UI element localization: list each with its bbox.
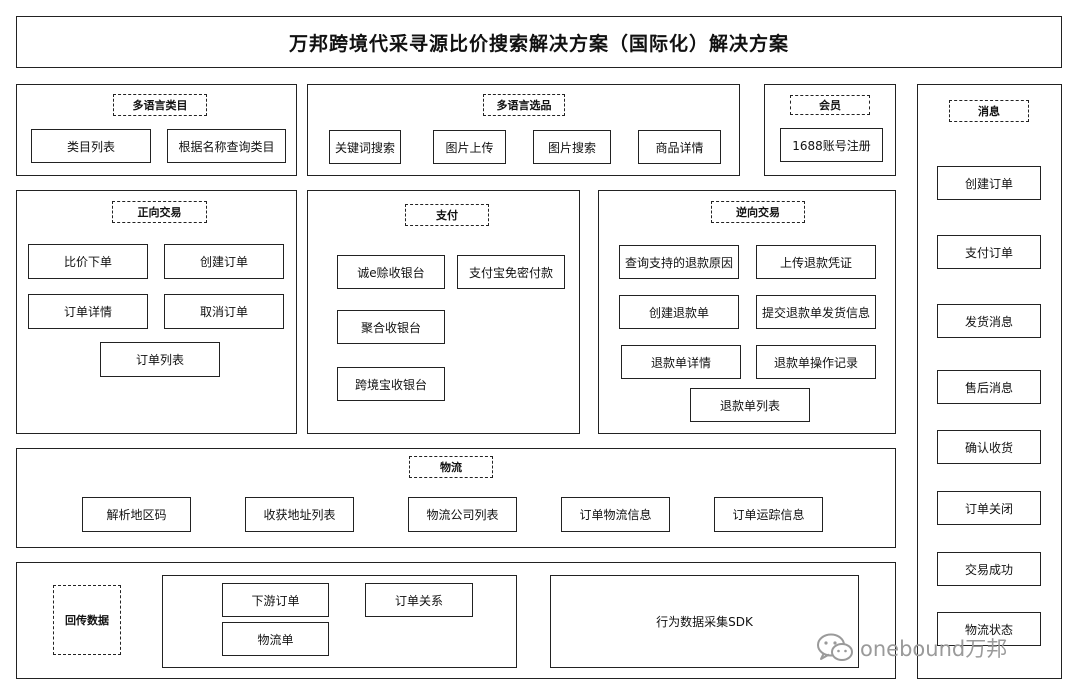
downstream-order-node: 下游订单 [222, 583, 329, 617]
aggregate-cashier-node: 聚合收银台 [337, 310, 445, 344]
create-refund-node: 创建退款单 [619, 295, 739, 329]
product-detail-node: 商品详情 [638, 130, 721, 164]
forward-trade-tag: 正向交易 [112, 201, 207, 223]
msg-create-order-node: 创建订单 [937, 166, 1041, 200]
msg-pay-order-node: 支付订单 [937, 235, 1041, 269]
refund-reasons-node: 查询支持的退款原因 [619, 245, 739, 279]
logistics-company-list-node: 物流公司列表 [408, 497, 517, 532]
image-upload-node: 图片上传 [433, 130, 506, 164]
order-detail-node: 订单详情 [28, 294, 148, 329]
watermark: onebound万邦 [816, 630, 1007, 666]
product-tag: 多语言选品 [483, 94, 565, 116]
logistics-tag: 物流 [409, 456, 493, 478]
compare-order-node: 比价下单 [28, 244, 148, 279]
msg-confirm-receipt-node: 确认收货 [937, 430, 1041, 464]
crossborder-cashier-node: 跨境宝收银台 [337, 367, 445, 401]
logistics-order-node: 物流单 [222, 622, 329, 656]
category-search-by-name-node: 根据名称查询类目 [167, 129, 286, 163]
refund-list-node: 退款单列表 [690, 388, 810, 422]
watermark-text: onebound万邦 [860, 637, 1008, 661]
order-relation-node: 订单关系 [365, 583, 473, 617]
keyword-search-node: 关键词搜索 [329, 130, 401, 164]
address-list-node: 收获地址列表 [245, 497, 354, 532]
category-list-node: 类目列表 [31, 129, 151, 163]
wechat-icon [817, 633, 853, 661]
page-title-text: 万邦跨境代采寻源比价搜索解决方案（国际化）解决方案 [288, 32, 789, 55]
parse-area-code-node: 解析地区码 [82, 497, 191, 532]
refund-detail-node: 退款单详情 [621, 345, 741, 379]
order-tracking-info-node: 订单运踪信息 [714, 497, 823, 532]
image-search-node: 图片搜索 [533, 130, 611, 164]
order-list-node: 订单列表 [100, 342, 220, 377]
msg-order-closed-node: 订单关闭 [937, 491, 1041, 525]
category-tag: 多语言类目 [113, 94, 207, 116]
callback-tag: 回传数据 [53, 585, 121, 655]
account-register-node: 1688账号注册 [780, 128, 883, 162]
refund-operation-log-node: 退款单操作记录 [756, 345, 876, 379]
alipay-passwordless-node: 支付宝免密付款 [457, 255, 565, 289]
behavior-sdk-node: 行为数据采集SDK [550, 575, 859, 668]
create-order-node: 创建订单 [164, 244, 284, 279]
credit-cashier-node: 诚e赊收银台 [337, 255, 445, 289]
order-logistics-info-node: 订单物流信息 [561, 497, 670, 532]
cancel-order-node: 取消订单 [164, 294, 284, 329]
page-title: 万邦跨境代采寻源比价搜索解决方案（国际化）解决方案 [16, 16, 1062, 68]
member-tag: 会员 [790, 95, 870, 115]
submit-refund-shipping-node: 提交退款单发货信息 [756, 295, 876, 329]
messages-tag: 消息 [949, 100, 1029, 122]
payment-tag: 支付 [405, 204, 489, 226]
msg-trade-success-node: 交易成功 [937, 552, 1041, 586]
reverse-trade-tag: 逆向交易 [711, 201, 805, 223]
upload-refund-voucher-node: 上传退款凭证 [756, 245, 876, 279]
msg-after-sales-node: 售后消息 [937, 370, 1041, 404]
msg-shipping-node: 发货消息 [937, 304, 1041, 338]
msg-logistics-status-node: 物流状态 [937, 612, 1041, 646]
